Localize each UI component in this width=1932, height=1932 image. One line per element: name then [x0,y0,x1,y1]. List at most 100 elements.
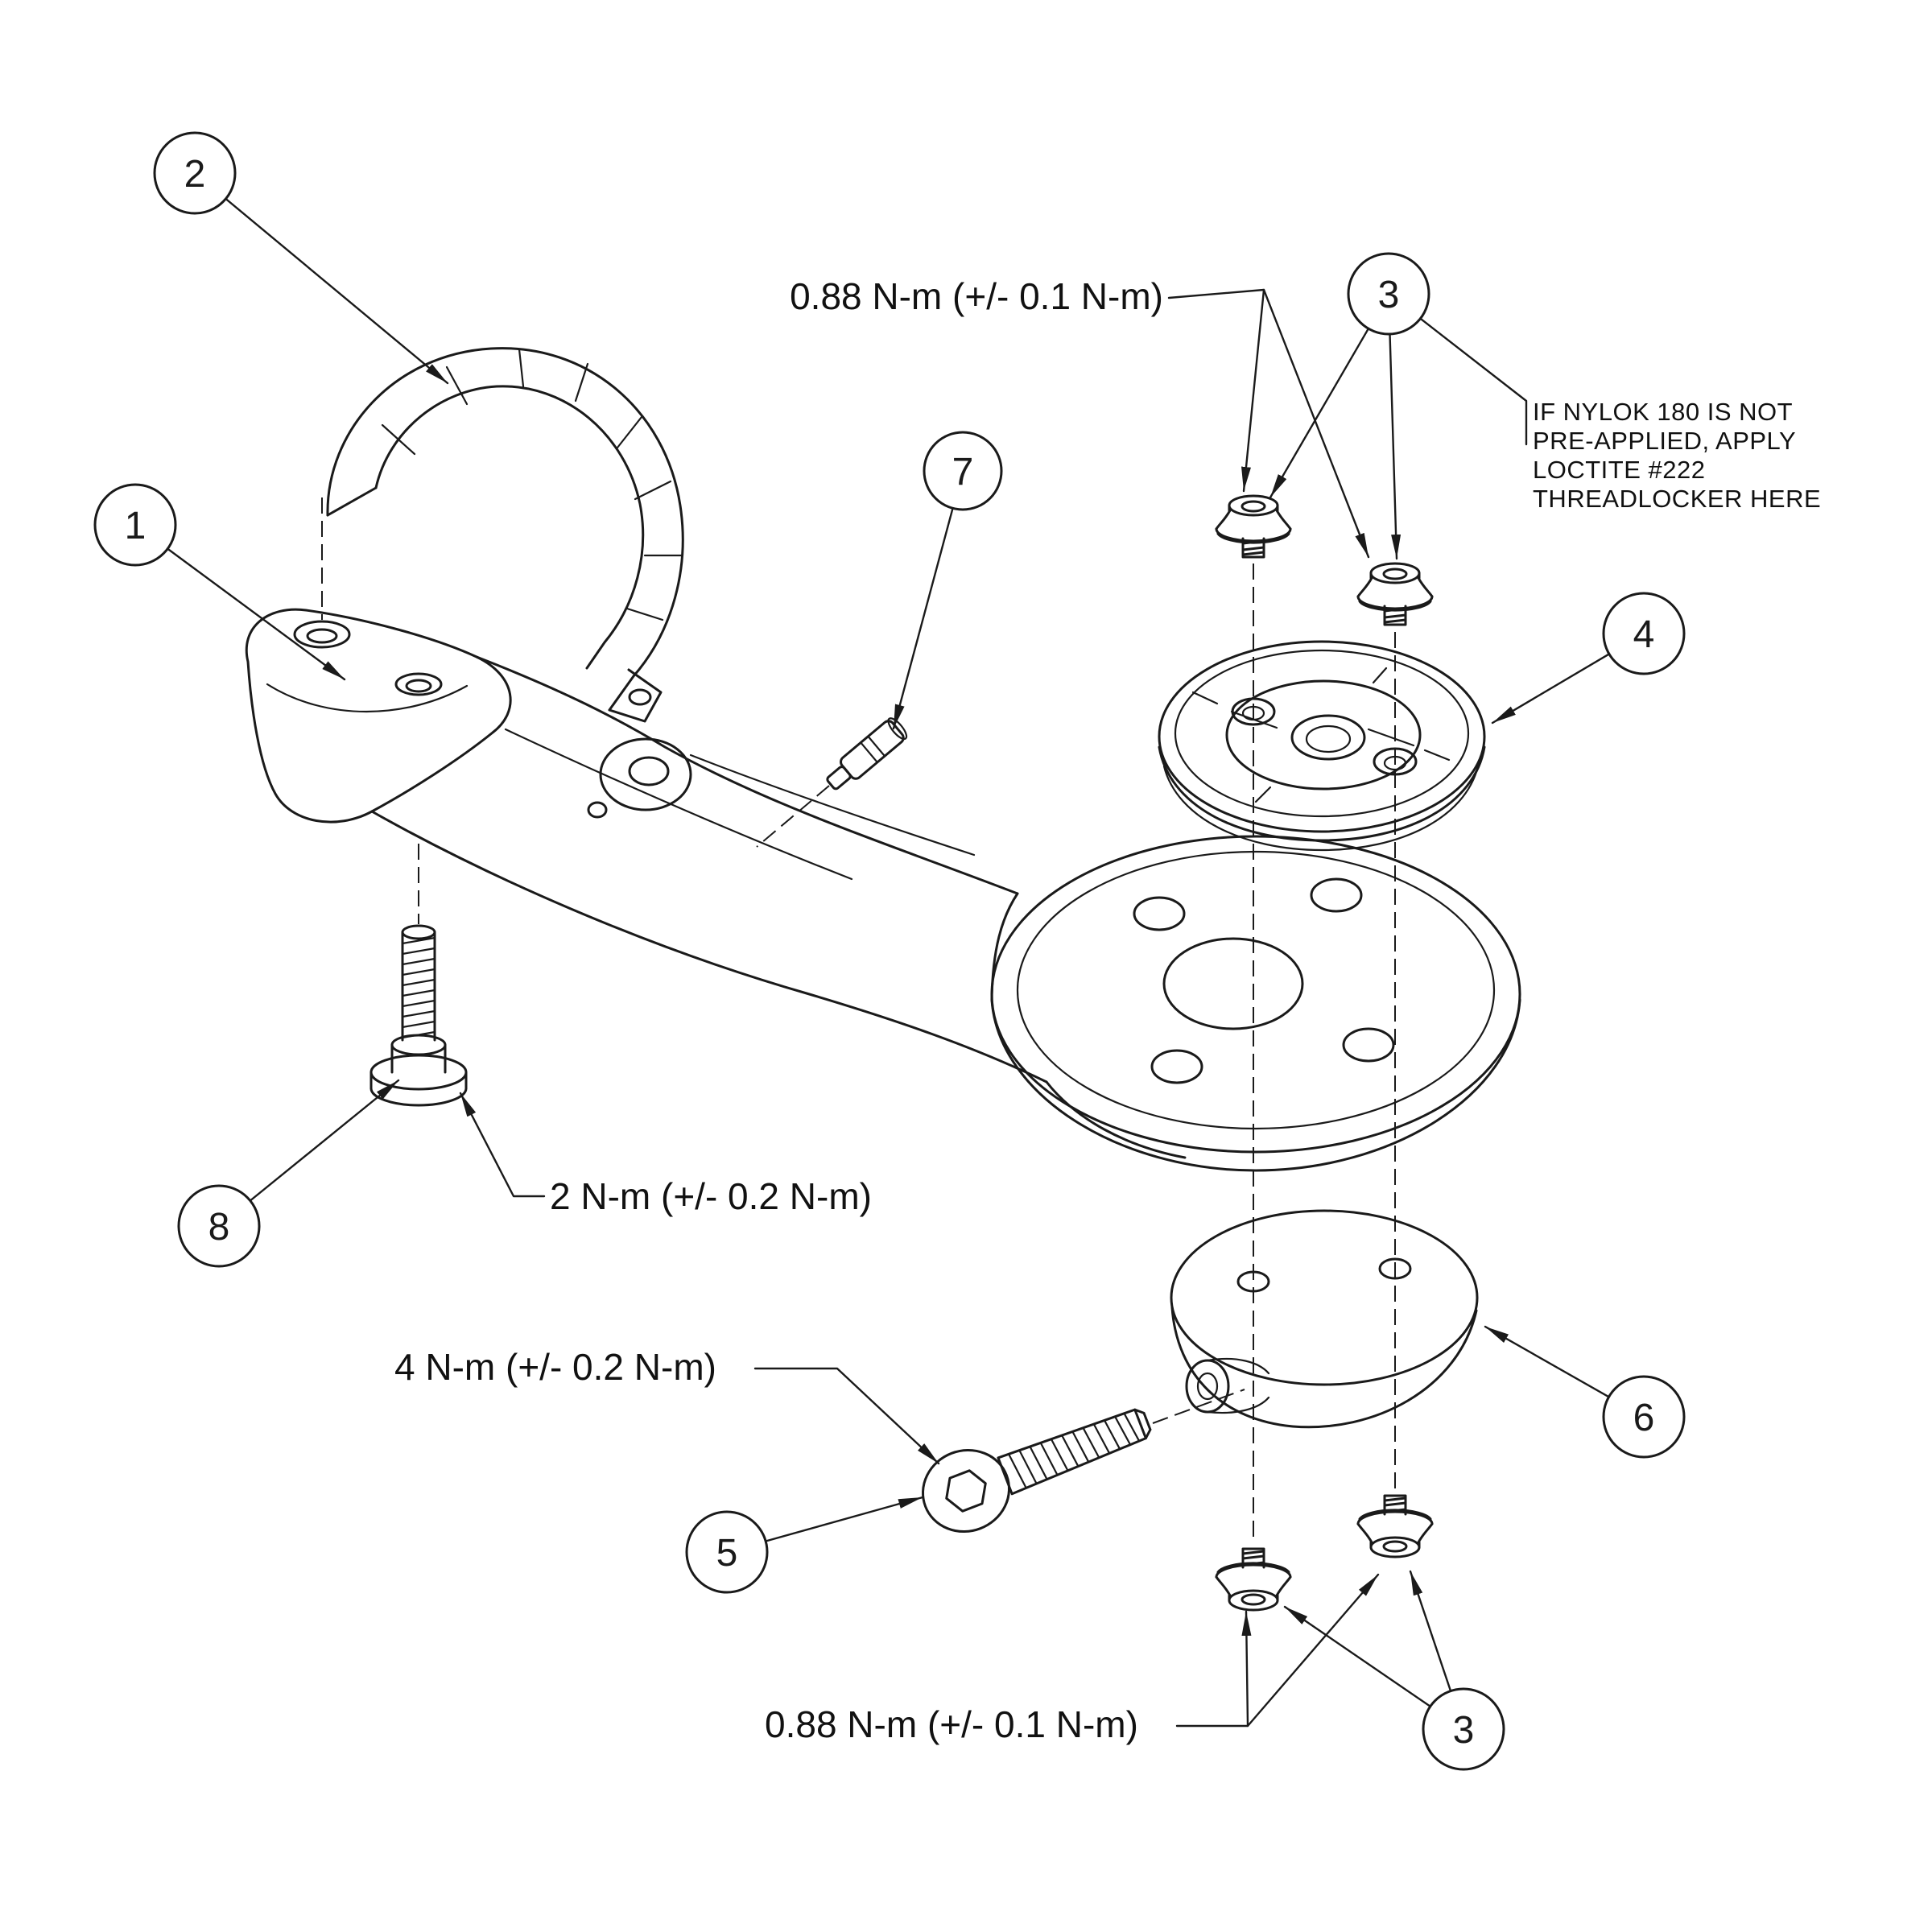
centerline-pin-axis [756,785,830,848]
leader-balloon-1 [134,523,346,681]
loctite-note: IF NYLOK 180 IS NOT PRE-APPLIED, APPLY L… [1533,398,1821,513]
balloon-4: 4 [1602,592,1686,675]
leader-torque-top-a [1167,288,1265,493]
loctite-note-line-3: LOCTITE #222 [1533,456,1705,484]
bolt-head-rim [985,1452,1010,1506]
screw8-washer [369,1054,468,1107]
balloon-circle [153,131,237,215]
balloon-circle [685,1510,769,1594]
bolt-head [921,1448,1011,1534]
part-pivot-pin [826,717,908,791]
balloon-1: 1 [93,483,177,567]
puck-outer-rim [1158,640,1486,833]
leader-balloon-3-top-b [1387,292,1402,560]
leader-torque-bottom-a [1175,1610,1252,1728]
bolt-shaft [997,1408,1147,1496]
torque-label-bottom-screws: 0.88 N-m (+/- 0.1 N-m) [765,1703,1138,1745]
arm-clamp-block [245,608,512,824]
cap-screw-holes [1236,1257,1412,1293]
strap-end-cap [326,486,378,517]
balloon-circle [1347,252,1430,336]
torque-label-clamp-screw: 2 N-m (+/- 0.2 N-m) [550,1175,872,1217]
plate-screw-holes [1133,877,1395,1084]
bolt-tip [1133,1408,1152,1440]
strap-tab-hole [628,688,652,706]
leader-balloon-7 [892,469,964,730]
balloon-circle [923,431,1003,511]
torque-label-top-screws: 0.88 N-m (+/- 0.1 N-m) [790,275,1163,317]
pin-tip [826,766,852,791]
balloon-number: 3 [1378,274,1400,316]
balloon-circle [1422,1687,1505,1771]
screw3-top-right [1356,562,1434,626]
arm-top-edge [475,655,1019,895]
torque-label-clamp-bolt: 4 N-m (+/- 0.2 N-m) [394,1346,716,1388]
leader-loctite-note [1387,292,1528,446]
leader-torque-clamp [459,1092,546,1198]
loctite-note-line-1: IF NYLOK 180 IS NOT [1533,398,1793,426]
pin-bands [860,735,886,764]
annotations: 0.88 N-m (+/- 0.1 N-m) 2 N-m (+/- 0.2 N-… [394,275,1821,1745]
puck-rim-thickness-1 [1158,745,1486,842]
balloon-6: 6 [1602,1375,1686,1459]
screw8-collar [390,1034,447,1074]
leader-torque-bottom-b [1246,1573,1380,1728]
arm-plate-merge-bottom [1045,1080,1187,1159]
balloon-circle [1602,592,1686,675]
cap-bolt-barrel [1185,1357,1270,1414]
balloon-number: 3 [1453,1709,1475,1752]
part-handlebar-strap [326,347,684,723]
arm-ridge-line-2 [689,753,976,857]
balloon-number: 1 [125,505,147,547]
balloon-circle [177,1184,261,1268]
arm-mount-plate [990,835,1521,1172]
balloon-2: 2 [153,131,237,215]
strap-outer-edge [326,347,684,712]
screw8-threads [401,936,436,1039]
part-mount-arm [245,608,1521,1172]
leader-torque-top-b [1262,288,1370,559]
balloon-number: 7 [952,451,974,493]
balloon-number: 8 [208,1206,230,1249]
balloon-circle [1602,1375,1686,1459]
loctite-note-line-4: THREADLOCKER HERE [1533,485,1821,513]
balloon-3-top: 3 [1347,252,1430,336]
strap-inner-edge [374,385,645,670]
puck-rim-thickness-2 [1162,765,1480,852]
balloon-7: 7 [923,431,1003,511]
leader-balloon-2 [193,171,449,385]
puck-face [1174,649,1470,818]
puck-center-hole [1290,714,1366,761]
strap-segment-lines [381,348,683,621]
arm-bottom-edge [370,810,1048,1084]
balloon-8: 8 [177,1184,261,1268]
leader-torque-bolt [753,1367,940,1465]
balloon-circle [93,483,177,567]
centerline-bolt-axis [1152,1389,1245,1424]
part-clamp-bolt [921,1408,1152,1534]
part-clamp-screw-washer [369,924,468,1107]
puck-quarter-turn-recess [1225,679,1422,791]
balloon-number: 4 [1633,613,1655,656]
arm-block-holes [293,620,443,696]
plate-center-hole [1162,937,1304,1030]
balloon-number: 2 [184,153,206,196]
screw3-bottom-right [1356,1494,1434,1558]
balloon-5: 5 [685,1510,769,1594]
leader-lines [134,171,1645,1731]
arm-pivot-boss [587,737,692,819]
part-insert-puck [1158,640,1486,852]
puck-detail-lines [1191,667,1451,803]
balloon-3-bottom: 3 [1422,1687,1505,1771]
balloons: 2 1 7 3 4 8 5 6 [93,131,1686,1771]
bolt-threads [1008,1413,1141,1489]
screw3-top-left [1215,494,1292,559]
arm-ridge-line-1 [504,728,853,881]
screw8-shaft-top [401,924,436,940]
cap-body [1170,1306,1478,1429]
screw3-bottom-left [1215,1547,1292,1612]
part-bottom-cap [1170,1209,1479,1429]
strap-tab [608,668,663,723]
